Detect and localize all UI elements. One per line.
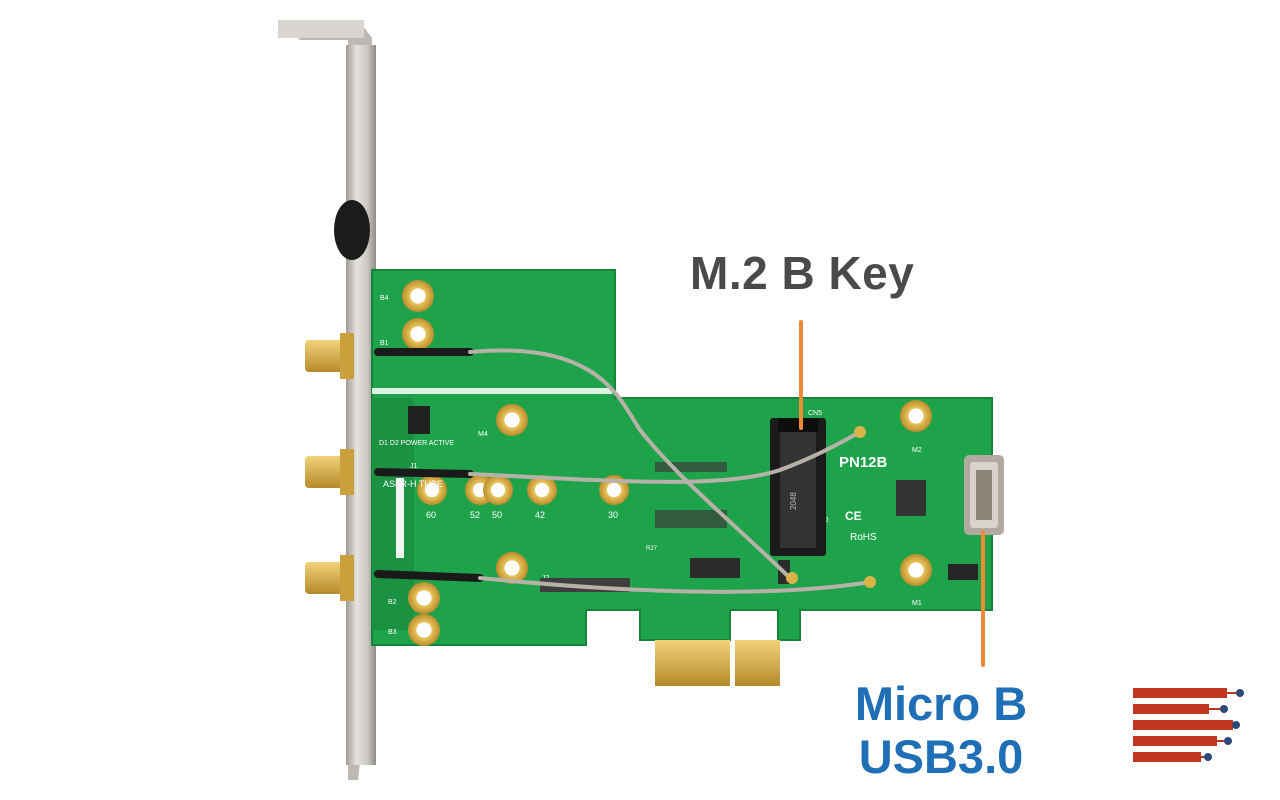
antenna-connectors [305, 333, 354, 601]
hole-size-60: 60 [426, 510, 436, 520]
hole-size-42: 42 [535, 510, 545, 520]
silkscreen-labels: PN12B CN5 ASFR-H TUBE D1 D2 POWER ACTIVE… [379, 295, 922, 636]
mount-label-m2: M2 [912, 447, 922, 454]
model-label: PN12B [839, 454, 888, 471]
hole-size-52: 52 [470, 510, 480, 520]
m2-slot: 2048 [770, 418, 826, 556]
pcb-board [371, 269, 993, 646]
sma-connector-bottom [305, 555, 354, 601]
sma-connector-top [305, 333, 354, 379]
brand-logo-icon [1133, 688, 1244, 762]
mount-label-m4: M4 [478, 431, 488, 438]
mount-label-m1: M1 [912, 600, 922, 607]
mount-label-b4: B4 [380, 295, 389, 302]
callout-lines [799, 320, 985, 667]
hole-size-50: 50 [492, 510, 502, 520]
mount-label-b3: B3 [388, 629, 397, 636]
power-active-label: D1 D2 POWER ACTIVE [379, 440, 454, 447]
bracket-screw-icon [334, 200, 370, 260]
sma-connector-middle [305, 449, 354, 495]
r27-label: R27 [646, 546, 658, 552]
micro-b-usb3-connector [964, 455, 1004, 535]
slot-text: 2048 [789, 492, 798, 510]
mount-label-b2: B2 [388, 599, 397, 606]
usb3-label: USB3.0 [858, 729, 1024, 783]
antenna-cables [374, 348, 876, 594]
connector-label: CN5 [808, 410, 822, 417]
micro-b-usb3-label: Micro B USB3.0 [848, 677, 1034, 783]
mount-label-b1: B1 [380, 340, 389, 347]
pcie-gold-fingers [655, 640, 780, 686]
mount-label-j1: J1 [410, 463, 418, 470]
pci-bracket [278, 20, 376, 780]
tube-label: ASFR-H TUBE [383, 479, 443, 489]
rohs-label: RoHS [850, 532, 877, 543]
micro-b-label: Micro B [854, 677, 1028, 730]
ce-label: CE [845, 509, 862, 523]
mounting-holes [402, 280, 932, 646]
hole-size-30: 30 [608, 510, 618, 520]
m2-b-key-label: M.2 B Key [690, 247, 915, 299]
